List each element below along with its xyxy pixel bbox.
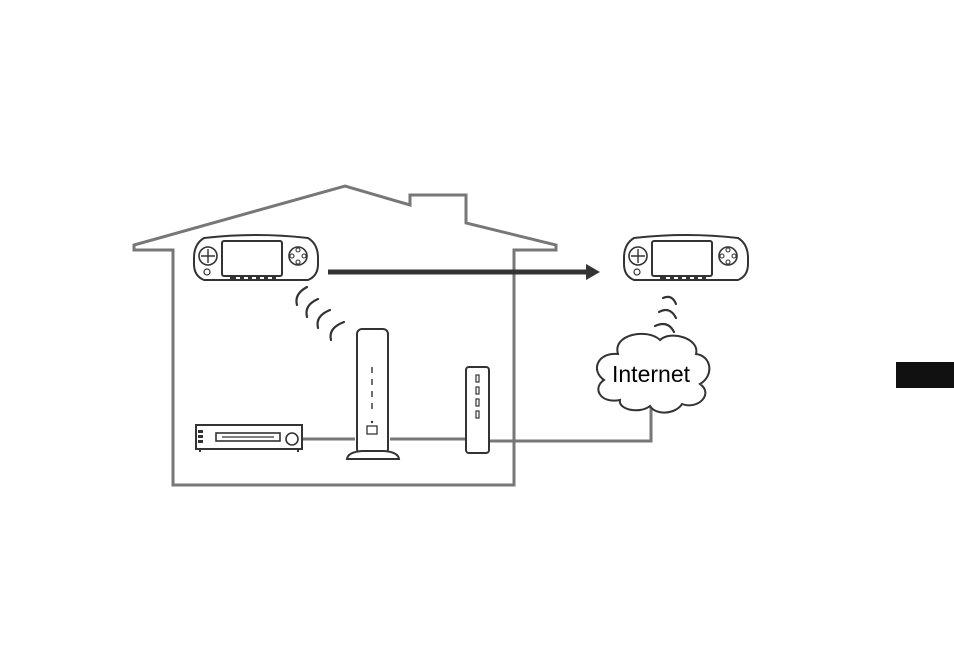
internet-cloud: Internet: [597, 334, 709, 413]
recorder-device: [196, 425, 302, 452]
internet-label: Internet: [612, 361, 691, 387]
section-tab: [896, 362, 954, 388]
wireless-waves-home: [296, 287, 344, 340]
wireless-waves-remote: [655, 297, 676, 332]
transfer-arrow: [328, 264, 600, 280]
psp-home-device: [194, 235, 318, 280]
psp-remote-device: [624, 235, 748, 280]
modem-device: [466, 367, 489, 453]
